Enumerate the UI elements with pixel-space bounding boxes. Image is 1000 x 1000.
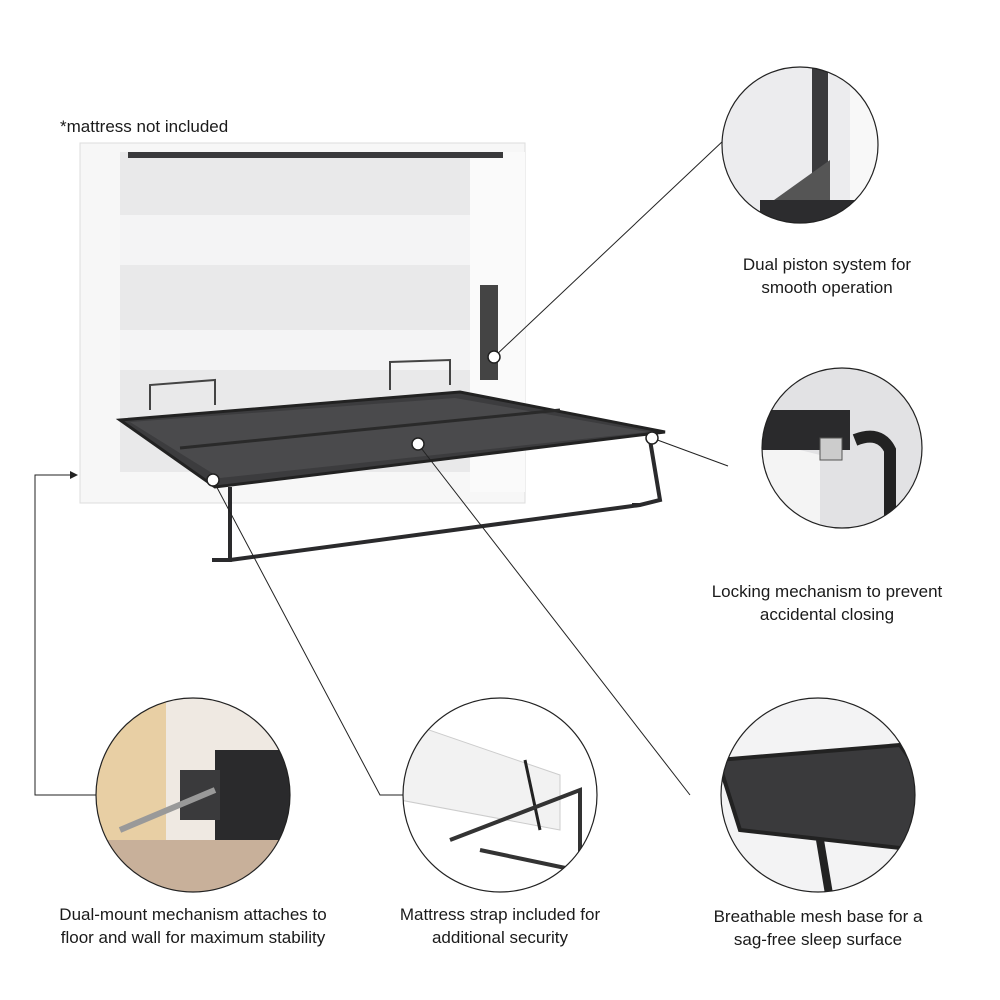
feature-caption-dual-mount: Dual-mount mechanism attaches to floor a… [33,903,353,949]
bed-frame [115,390,666,562]
mesh-base-detail-image [721,698,915,892]
dual-mount-detail-image [96,698,290,892]
caption-line: Locking mechanism to prevent [711,582,943,601]
callout-lines [34,139,729,796]
feature-caption-strap: Mattress strap included for additional s… [340,903,660,949]
caption-line: accidental closing [759,605,895,624]
mattress-strap-detail-image [403,698,597,892]
mattress-note: *mattress not included [60,117,229,136]
feature-caption-lock: Locking mechanism to prevent accidental … [667,580,987,626]
caption-line: Breathable mesh base for a [713,907,923,926]
caption-line: sag-free sleep surface [733,930,903,949]
callout-dots [206,350,659,487]
caption-line: additional security [431,928,569,947]
caption-line: Dual-mount mechanism attaches to [59,905,327,924]
feature-caption-mesh: Breathable mesh base for a sag-free slee… [658,905,978,951]
piston-detail-image [722,67,878,223]
feature-caption-piston: Dual piston system for smooth operation [667,253,987,299]
caption-line: Dual piston system for [742,255,912,274]
lock-detail-image [762,368,922,528]
caption-line: smooth operation [761,278,893,297]
caption-line: floor and wall for maximum stability [60,928,326,947]
caption-line: Mattress strap included for [399,905,601,924]
arrow-icon [70,471,78,479]
